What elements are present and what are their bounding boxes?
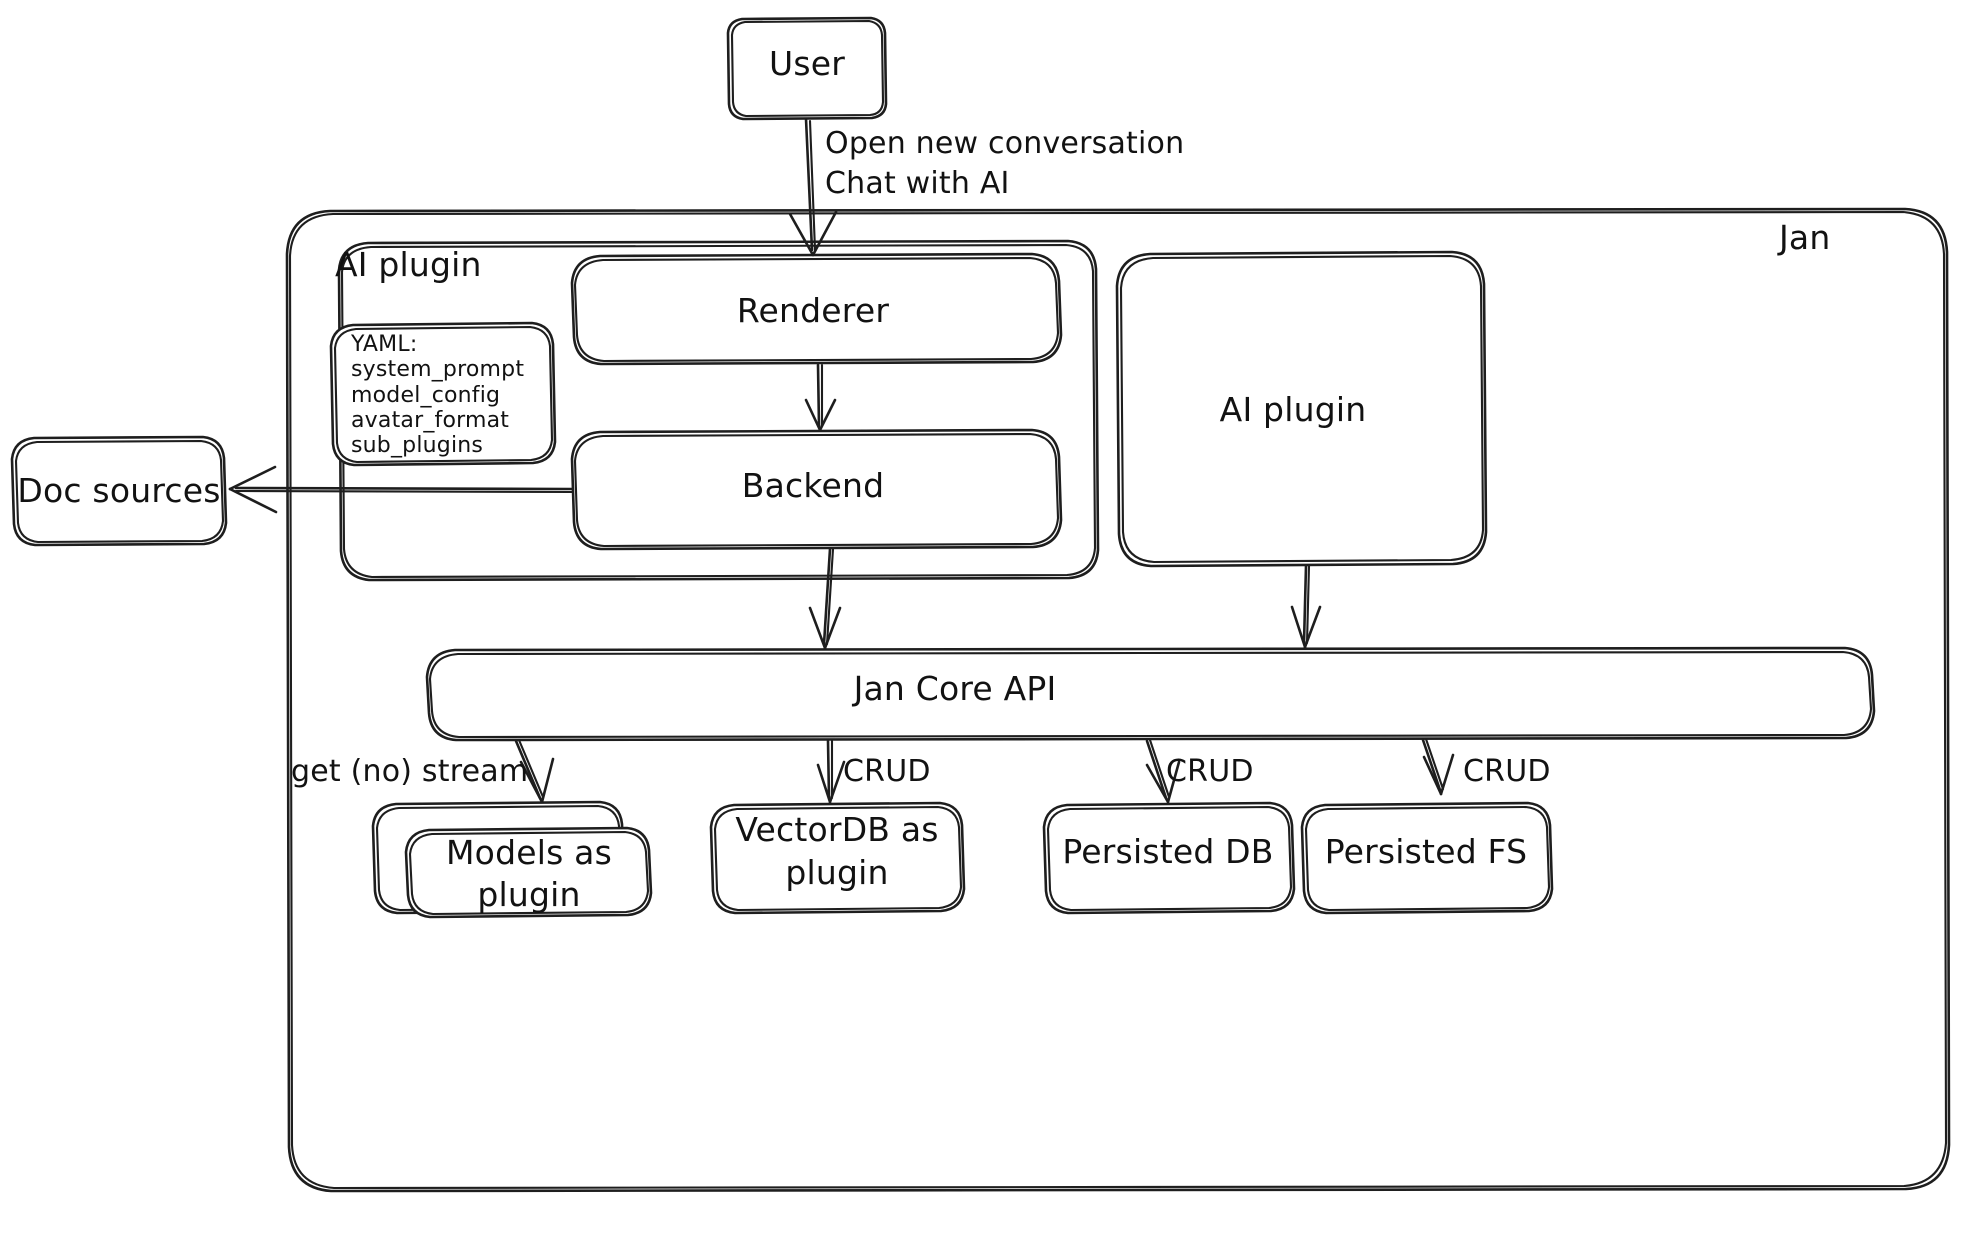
node-user[interactable]	[726, 16, 888, 121]
yaml-note-line-4: sub_plugins	[351, 433, 484, 458]
container-label-ai-plugin-group: AI plugin	[335, 245, 482, 284]
edge-core-to-persisted-db	[1145, 738, 1181, 804]
edge-label-get-no-stream: get (no) stream	[291, 754, 529, 789]
node-label-models-as-plugin-line1: Models as	[446, 832, 612, 872]
node-renderer[interactable]	[570, 252, 1063, 366]
edge-core-to-persisted-fs	[1421, 737, 1455, 796]
node-persisted-fs[interactable]	[1300, 801, 1554, 915]
edge-backend-to-core	[808, 547, 842, 650]
node-label-vectordb-as-plugin-line1: VectorDB as	[735, 809, 939, 849]
container-label-jan: Jan	[1779, 218, 1831, 257]
edge-user-to-renderer	[788, 117, 838, 257]
edge-core-to-models	[514, 738, 555, 804]
node-persisted-db[interactable]	[1042, 801, 1296, 915]
edge-label-crud-vectordb: CRUD	[843, 754, 931, 789]
node-label-user: User	[768, 43, 846, 83]
edge-label-crud-persisted-fs: CRUD	[1463, 754, 1551, 789]
node-ai-plugin[interactable]	[1115, 250, 1488, 568]
edge-label-user-line1: Open new conversation	[825, 126, 1185, 161]
node-label-persisted-fs: Persisted FS	[1324, 831, 1528, 871]
yaml-note-line-1: system_prompt	[351, 357, 525, 382]
yaml-note-line-2: model_config	[351, 383, 501, 408]
node-label-ai-plugin: AI plugin	[1219, 389, 1367, 429]
edge-backend-to-doc-sources	[228, 465, 574, 514]
container-ai-plugin-group	[337, 239, 1100, 582]
node-label-renderer: Renderer	[736, 290, 890, 330]
node-label-jan-core-api: Jan Core API	[853, 668, 1057, 708]
edge-label-crud-persisted-db: CRUD	[1166, 754, 1254, 789]
node-label-doc-sources: Doc sources	[17, 470, 221, 510]
container-jan	[285, 207, 1951, 1193]
node-backend[interactable]	[570, 428, 1063, 551]
node-jan-core-api[interactable]	[425, 646, 1876, 742]
node-yaml-note	[329, 321, 557, 467]
edge-aiplugin-to-core	[1290, 564, 1322, 649]
node-label-backend: Backend	[741, 465, 885, 505]
yaml-note-title: YAML:	[351, 332, 418, 357]
node-label-models-as-plugin-line2: plugin	[477, 874, 581, 914]
edge-label-user-line2: Chat with AI	[825, 166, 1010, 201]
node-doc-sources[interactable]	[10, 435, 228, 547]
yaml-note-line-3: avatar_format	[351, 408, 510, 433]
node-label-vectordb-as-plugin-line2: plugin	[785, 852, 889, 892]
node-vectordb-as-plugin[interactable]	[709, 801, 966, 915]
edge-core-to-vectordb	[816, 739, 846, 804]
edge-renderer-to-backend	[804, 363, 837, 432]
node-models-as-plugin[interactable]	[404, 826, 653, 919]
node-label-persisted-db: Persisted DB	[1062, 831, 1274, 871]
